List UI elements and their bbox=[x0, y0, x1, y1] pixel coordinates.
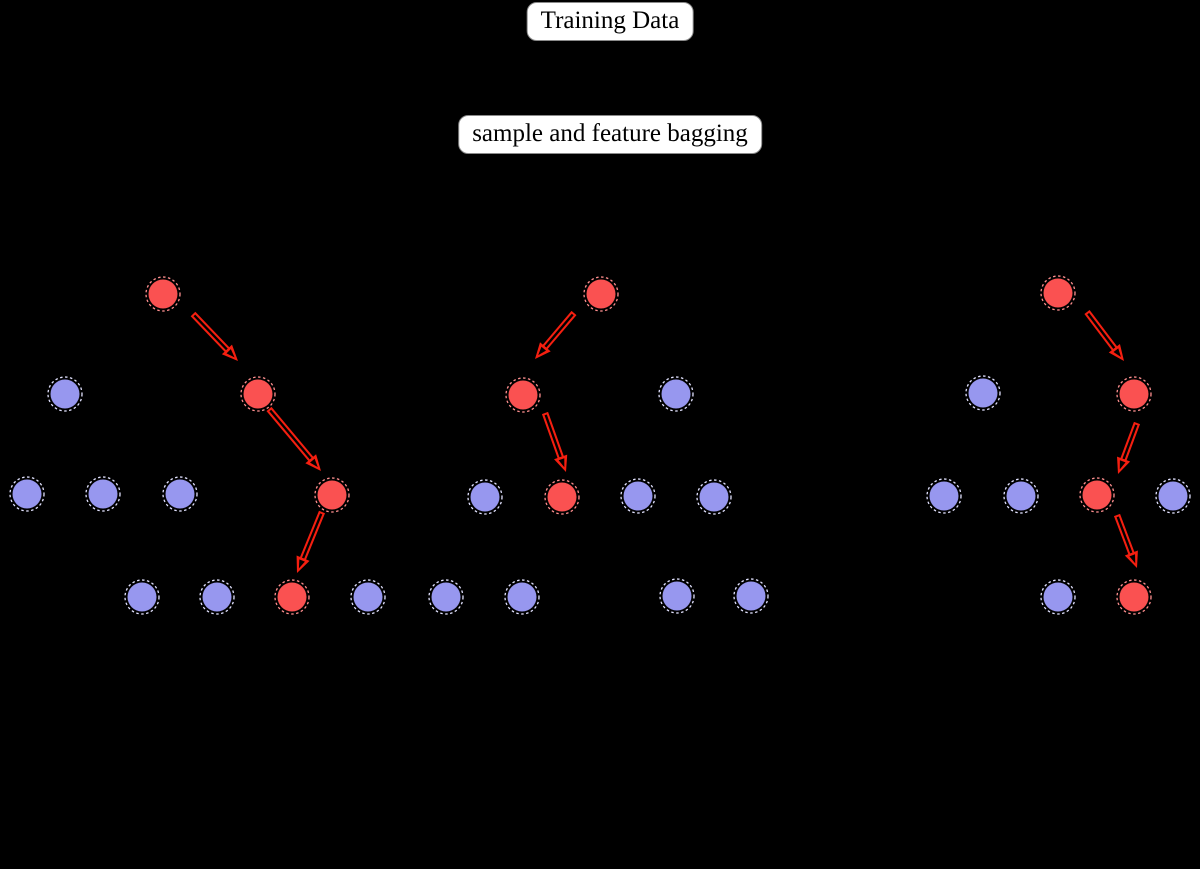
tree-1-node-red bbox=[148, 279, 178, 309]
tree-1-arrow-head-core bbox=[298, 559, 305, 569]
tree-3-node-ring-red bbox=[1079, 477, 1115, 513]
tree-1-node-ring-red bbox=[274, 579, 310, 615]
tree-2-node-blue bbox=[736, 581, 766, 611]
training-data-box: Training Data bbox=[526, 2, 694, 41]
tree-2-node-blue bbox=[661, 379, 691, 409]
tree-1-arrow-shaft-core bbox=[301, 513, 323, 559]
tree-1-node-ring-blue bbox=[85, 476, 121, 512]
tree-3-node-blue bbox=[1006, 481, 1036, 511]
tree-3-node-blue bbox=[1158, 481, 1188, 511]
tree-2-node-ring-red bbox=[544, 479, 580, 515]
tree-3-arrow-head bbox=[1117, 456, 1131, 474]
tree-1-node-blue bbox=[88, 479, 118, 509]
tree-1-arrow-shaft-core bbox=[193, 314, 228, 351]
tree-3-node-ring-red bbox=[1040, 275, 1076, 311]
tree-3 bbox=[926, 275, 1191, 615]
tree-1-arrow-shaft-core bbox=[269, 409, 312, 460]
tree-3-node-ring-blue bbox=[1155, 478, 1191, 514]
tree-2-node-red bbox=[586, 279, 616, 309]
tree-1-node-ring-red bbox=[240, 376, 276, 412]
sample-feature-bagging-box: sample and feature bagging bbox=[458, 115, 762, 154]
sample-feature-bagging-label: sample and feature bagging bbox=[472, 120, 748, 147]
tree-2-node-blue bbox=[662, 581, 692, 611]
tree-3-node-red bbox=[1119, 379, 1149, 409]
tree-1-node-ring-blue bbox=[350, 579, 386, 615]
tree-1-node-blue bbox=[202, 582, 232, 612]
tree-3-arrow-head bbox=[1124, 550, 1138, 568]
tree-2-node-ring-red bbox=[583, 276, 619, 312]
tree-1-node-red bbox=[317, 480, 347, 510]
tree-1-node-ring-blue bbox=[47, 376, 83, 412]
tree-1-node-blue bbox=[12, 479, 42, 509]
tree-2-node-ring-blue bbox=[733, 578, 769, 614]
tree-3-node-ring-blue bbox=[1003, 478, 1039, 514]
tree-3-arrow-shaft-core bbox=[1116, 516, 1133, 554]
tree-2-arrow-head bbox=[554, 454, 568, 472]
tree-1-node-blue bbox=[353, 582, 383, 612]
tree-2-node-blue bbox=[623, 481, 653, 511]
tree-2-arrow-shaft-core bbox=[544, 313, 574, 348]
tree-2-node-blue bbox=[507, 582, 537, 612]
tree-1-node-ring-red bbox=[314, 477, 350, 513]
tree-2-arrow-head-core bbox=[538, 346, 547, 356]
tree-2-node-ring-blue bbox=[659, 578, 695, 614]
tree-3-node-ring-red bbox=[1116, 579, 1152, 615]
tree-3-node-ring-blue bbox=[965, 375, 1001, 411]
tree-3-arrow-head-core bbox=[1119, 460, 1126, 470]
tree-2-arrow-head-core bbox=[558, 458, 565, 468]
tree-2-node-ring-red bbox=[505, 377, 541, 413]
tree-3-node-blue bbox=[929, 481, 959, 511]
tree-1-node-ring-blue bbox=[162, 476, 198, 512]
tree-1-node-blue bbox=[127, 582, 157, 612]
tree-2-node-red bbox=[547, 482, 577, 512]
tree-3-node-ring-blue bbox=[926, 478, 962, 514]
training-data-label: Training Data bbox=[540, 7, 680, 34]
tree-1-arrow-head-core bbox=[226, 349, 235, 358]
tree-1-node-red bbox=[277, 582, 307, 612]
tree-3-arrow-head-core bbox=[1129, 554, 1136, 564]
tree-1-arrow-head-core bbox=[310, 458, 318, 468]
tree-3-node-blue bbox=[968, 378, 998, 408]
tree-3-node-ring-blue bbox=[1040, 579, 1076, 615]
tree-3-arrow-shaft-core bbox=[1087, 312, 1116, 349]
tree-2-node-ring-blue bbox=[504, 579, 540, 615]
tree-2-node-ring-blue bbox=[696, 479, 732, 515]
tree-3-node-red bbox=[1043, 278, 1073, 308]
tree-3-node-ring-red bbox=[1116, 376, 1152, 412]
tree-1-node-blue bbox=[165, 479, 195, 509]
tree-3-arrow-head-core bbox=[1113, 348, 1121, 358]
tree-3-node-red bbox=[1119, 582, 1149, 612]
tree-2-node-red bbox=[508, 380, 538, 410]
tree-2-node-ring-blue bbox=[467, 479, 503, 515]
tree-2-node-blue bbox=[431, 582, 461, 612]
tree-1 bbox=[9, 276, 386, 615]
tree-1-node-red bbox=[243, 379, 273, 409]
tree-1-node-ring-blue bbox=[124, 579, 160, 615]
tree-1-node-ring-blue bbox=[199, 579, 235, 615]
tree-1-node-ring-red bbox=[145, 276, 181, 312]
tree-2-node-blue bbox=[470, 482, 500, 512]
tree-2-node-ring-blue bbox=[428, 579, 464, 615]
tree-2-node-ring-blue bbox=[620, 478, 656, 514]
tree-2 bbox=[428, 276, 769, 615]
tree-2-node-blue bbox=[699, 482, 729, 512]
tree-3-node-red bbox=[1082, 480, 1112, 510]
tree-2-arrow-shaft-core bbox=[544, 414, 562, 458]
tree-2-node-ring-blue bbox=[658, 376, 694, 412]
tree-3-arrow-shaft-core bbox=[1122, 424, 1138, 460]
tree-3-node-blue bbox=[1043, 582, 1073, 612]
tree-1-node-ring-blue bbox=[9, 476, 45, 512]
tree-1-node-blue bbox=[50, 379, 80, 409]
